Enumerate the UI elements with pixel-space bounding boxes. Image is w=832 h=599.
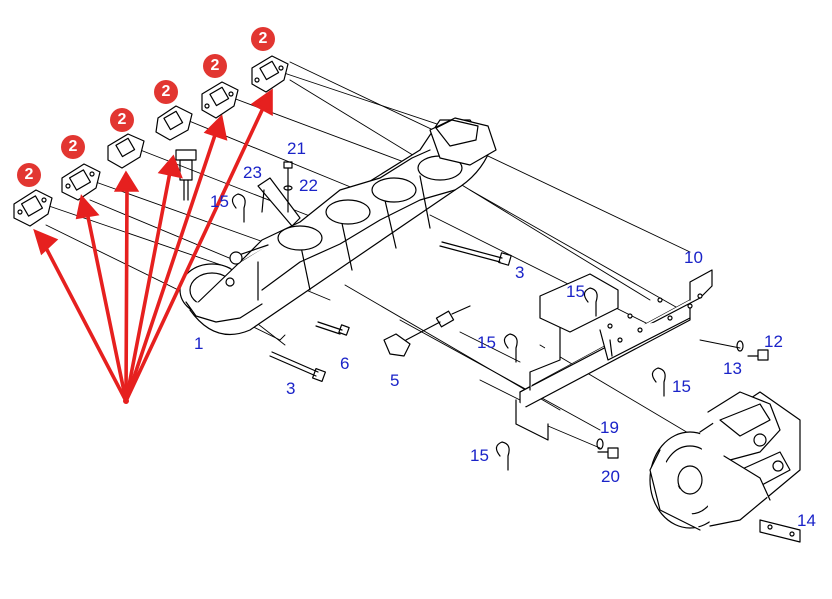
callout-22: 22 xyxy=(299,176,318,195)
callout-10: 10 xyxy=(684,248,703,267)
washer-13 xyxy=(736,340,744,352)
part-badge-2: 2 xyxy=(251,27,275,51)
clip-15 xyxy=(231,193,666,471)
bolt-3-lower xyxy=(269,351,327,383)
bolt-3-upper xyxy=(439,241,512,266)
callout-23: 23 xyxy=(243,163,262,182)
callout-15: 15 xyxy=(672,377,691,396)
fuel-injection-pump xyxy=(649,391,801,531)
gasket-5 xyxy=(201,81,239,119)
callout-6: 6 xyxy=(340,354,350,373)
callout-15: 15 xyxy=(477,333,496,352)
callout-13: 13 xyxy=(723,359,742,378)
callout-15: 15 xyxy=(470,446,489,465)
bracket-guide-lines xyxy=(459,331,741,449)
washer-19 xyxy=(596,438,604,450)
callout-1: 1 xyxy=(194,334,204,353)
bolt-12 xyxy=(747,349,769,361)
callout-3: 3 xyxy=(286,379,296,398)
callout-14: 14 xyxy=(797,511,816,530)
gasket-1 xyxy=(13,189,53,227)
bolt-6 xyxy=(315,321,350,336)
stay-plate-14 xyxy=(759,519,801,543)
red-pointer-arrows xyxy=(33,88,273,404)
callout-19: 19 xyxy=(600,418,619,437)
temperature-sensor xyxy=(175,149,197,201)
bolt-20 xyxy=(597,447,619,459)
gasket-3 xyxy=(107,133,145,169)
callout-15: 15 xyxy=(566,282,585,301)
callout-5: 5 xyxy=(390,371,400,390)
part-badge-2: 2 xyxy=(203,54,227,78)
gasket-2 xyxy=(61,163,101,201)
callout-3: 3 xyxy=(515,263,525,282)
callout-21: 21 xyxy=(287,139,306,158)
gasket-6 xyxy=(251,55,289,93)
part-badge-2: 2 xyxy=(61,135,85,159)
part-badge-2: 2 xyxy=(110,108,134,132)
washer-22 xyxy=(283,185,293,191)
part-badge-2: 2 xyxy=(17,163,41,187)
intake-manifold xyxy=(179,117,497,336)
callout-15: 15 xyxy=(210,192,229,211)
mounting-bracket-10 xyxy=(515,269,713,441)
gasket-guide-lines xyxy=(45,61,701,441)
gasket-4 xyxy=(155,105,193,141)
callout-12: 12 xyxy=(764,332,783,351)
bracket-23 xyxy=(257,177,301,227)
callout-20: 20 xyxy=(601,467,620,486)
part-badge-2: 2 xyxy=(154,80,178,104)
pressure-sensor-5 xyxy=(383,305,471,357)
